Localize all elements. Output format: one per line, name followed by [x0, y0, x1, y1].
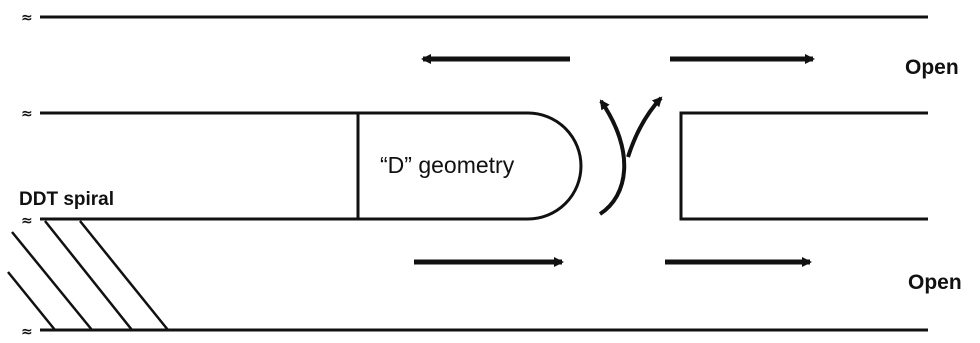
- d-geometry-label: “D” geometry: [380, 152, 515, 178]
- ddt-spiral-lines: [7, 220, 169, 331]
- open-label-top: Open: [905, 56, 959, 79]
- break-mark-upper: ≈: [21, 106, 33, 122]
- ddt-spiral-label: DDT spiral: [19, 189, 114, 210]
- right-channel-wall: [679, 111, 928, 221]
- d-geometry-shape: [356, 111, 583, 221]
- curved-arrow-right: [626, 96, 663, 158]
- break-mark-lower: ≈: [21, 213, 33, 229]
- open-label-bottom: Open: [908, 271, 962, 294]
- break-mark-bottom: ≈: [21, 324, 33, 340]
- break-mark-top: ≈: [21, 10, 33, 26]
- curved-arrow-left: [598, 99, 627, 216]
